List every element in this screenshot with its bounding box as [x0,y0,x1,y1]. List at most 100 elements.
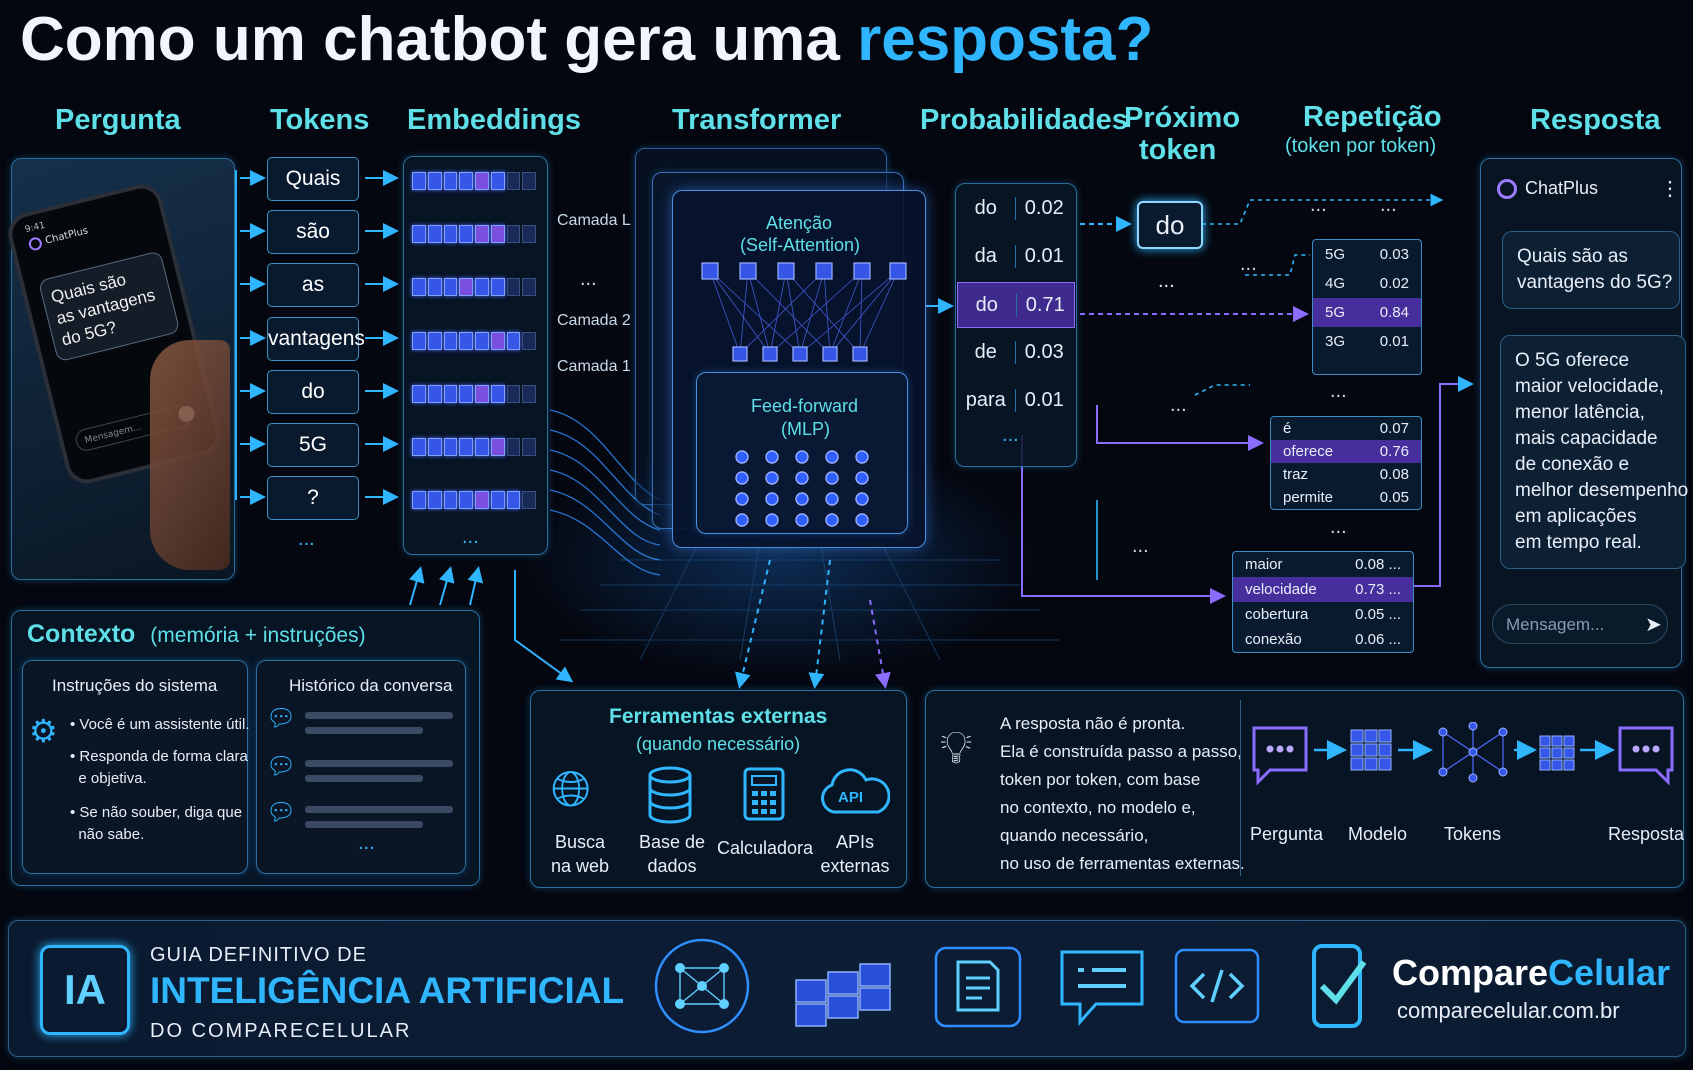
message-icon: 💬︎ [266,705,297,732]
probability-token: da [974,244,997,267]
embedding-cell [412,385,426,403]
document-icon [934,946,1022,1028]
column-subheader-repeticao: (token por token) [1285,135,1437,157]
candidate-probability: 0.08 [1379,466,1409,483]
embedding-cell [412,332,426,350]
next-token-ellipsis: ... [1158,270,1175,292]
layer-label-l: Camada L [557,212,631,229]
candidate-probability: 0.08 ... [1355,556,1401,573]
candidate-token: 5G [1325,304,1346,321]
column-header-transformer: Transformer [672,104,842,136]
neural-network-icon [654,938,750,1034]
embedding-cell [459,491,473,509]
column-header-tokens: Tokens [270,104,370,136]
chatplus-logo-icon [1497,178,1517,199]
embedding-cell [490,225,505,243]
api-badge: API [838,789,864,806]
chatplus-logo-icon [27,235,44,252]
embeddings-ellipsis: ... [462,526,479,548]
ia-chip-icon: IA [40,945,130,1035]
embedding-cell [506,172,521,190]
rep-ellipsis-c: ... [1240,253,1257,275]
probability-token: de [974,340,997,363]
flow-label-modelo: Modelo [1348,824,1408,844]
embedding-cell [522,225,536,243]
chat-message-input[interactable]: Mensagem... [1492,604,1668,644]
rep-ellipsis-a: ... [1310,194,1327,216]
external-tools-panel [530,690,907,888]
embedding-vector [412,332,536,350]
phone-time: 9:41 [24,220,47,236]
embedding-cell [459,385,473,403]
embedding-cell [506,438,521,456]
token-box: 5G [267,423,359,467]
database-icon [648,766,692,824]
summary-flow [1252,722,1674,786]
candidate-probability: 0.06 ... [1355,631,1401,648]
footer-line3: DO COMPARECELULAR [150,1020,412,1042]
candidate-probability: 0.01 [1379,333,1409,350]
api-cloud-icon [821,768,890,814]
history-line [305,821,423,828]
history-line [305,760,453,767]
embedding-cell [506,332,521,350]
tools-title: Ferramentas externas [609,705,828,728]
history-line [305,727,423,734]
embedding-cell [443,385,458,403]
token-box: as [267,263,359,307]
probability-value: 0.02 [1014,196,1074,220]
embedding-cell [490,278,505,296]
rep-ellipsis-f: ... [1330,516,1347,538]
candidate-token: cobertura [1245,606,1309,623]
candidate-token: é [1283,420,1292,437]
candidate-probability: 0.03 [1379,246,1409,263]
flow-label-resposta: Resposta [1608,824,1685,844]
embedding-cell [522,491,536,509]
embedding-cell [427,385,442,403]
footer-line2: INTELIGÊNCIA ARTIFICIAL [150,970,625,1011]
candidate-row: traz 0.08 [1271,463,1421,486]
embedding-cell [427,225,442,243]
column-header-pergunta: Pergunta [55,104,181,136]
candidate-token: maior [1245,556,1283,573]
mlp-grid [735,450,869,527]
embedding-cell [412,225,426,243]
candidate-probability: 0.05 [1379,489,1409,506]
message-icon: 💬︎ [266,799,297,826]
embedding-cell [506,491,521,509]
embedding-cell [459,332,473,350]
feed-forward-title: Feed-forward [751,396,859,416]
embedding-cell [427,438,442,456]
embedding-cell [443,278,458,296]
tool-label-calculator: Calculadora [716,838,814,858]
probability-token: do [974,196,997,219]
brand-url[interactable]: comparecelular.com.br [1397,998,1620,1023]
embedding-cell [427,172,442,190]
embedding-cell [490,385,505,403]
next-token-value: do [1155,210,1185,240]
candidate-row: maior 0.08 ... [1233,552,1413,577]
column-header-token: token [1139,134,1217,166]
embedding-cell [443,491,458,509]
embedding-cell [412,438,426,456]
chat-menu-icon[interactable]: ⋮ [1660,178,1680,200]
embedding-cell [522,438,536,456]
probability-row: do 0.02 [957,186,1073,230]
embedding-cell [459,438,473,456]
candidate-token: traz [1283,466,1309,483]
chat-send-icon[interactable]: ➤ [1645,614,1662,636]
code-icon [1174,948,1260,1024]
embedding-cell [506,385,521,403]
rep-ellipsis-b: ... [1380,194,1397,216]
candidate-probability: 0.05 ... [1355,606,1401,623]
embedding-vector [412,491,536,509]
embedding-vector [412,225,536,243]
